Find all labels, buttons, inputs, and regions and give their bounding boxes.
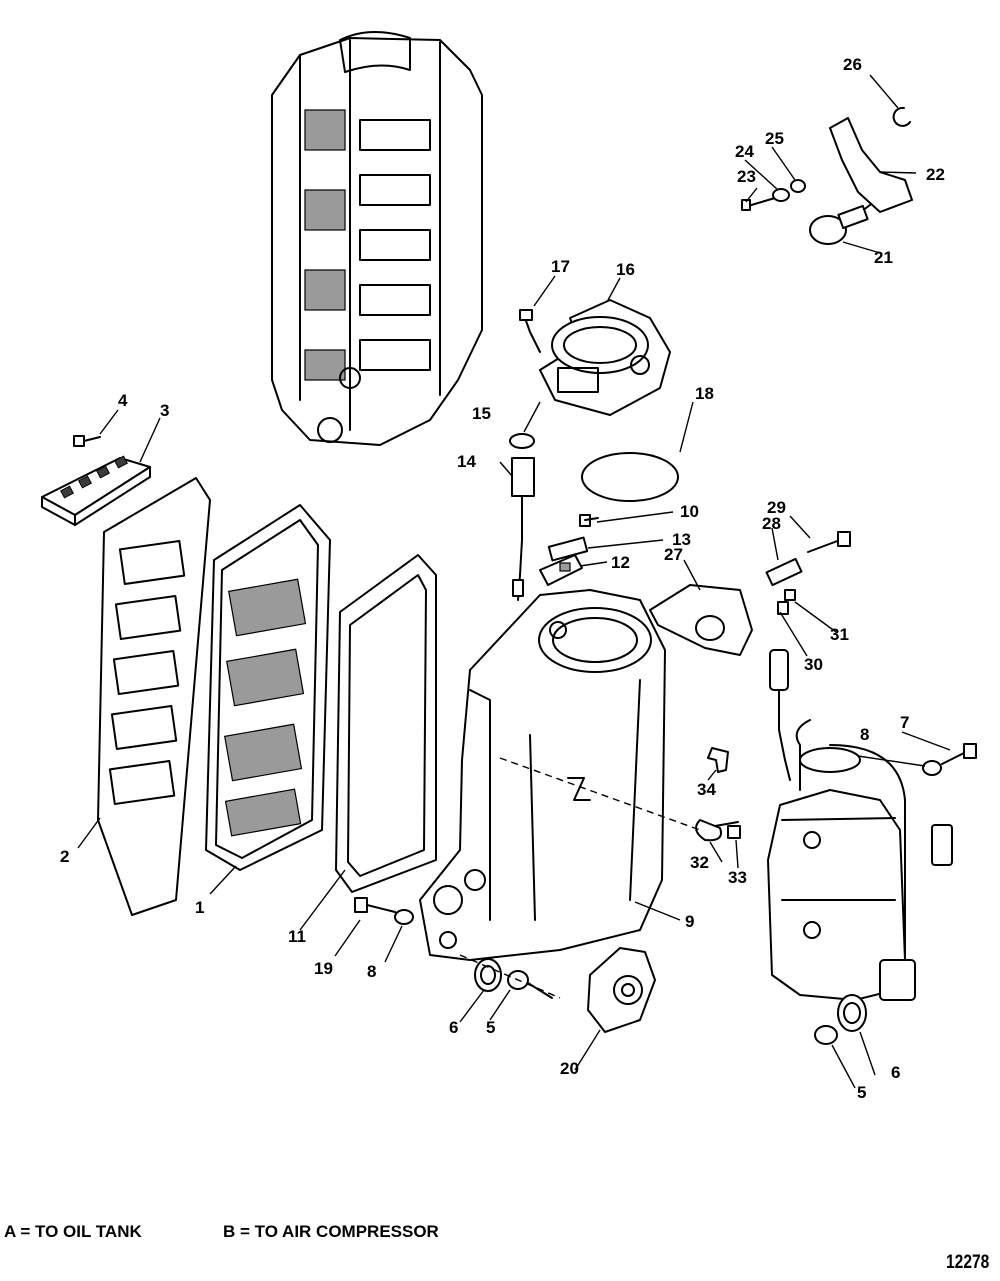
plug-right — [814, 1025, 838, 1045]
legend-oil-tank: A = TO OIL TANK — [4, 1222, 142, 1241]
callout-18: 18 — [695, 384, 714, 403]
callout-4: 4 — [118, 391, 128, 410]
callout-14: 14 — [457, 452, 476, 471]
callout-25: 25 — [765, 129, 784, 148]
callout-6-left: 6 — [449, 1018, 458, 1037]
callout-12: 12 — [611, 553, 630, 572]
fuel-pump-assembly — [767, 649, 953, 1001]
callout-24: 24 — [735, 142, 754, 161]
bracket-bolt — [807, 531, 851, 553]
temperature-sensor — [511, 457, 535, 601]
sensor-bracket — [547, 536, 589, 562]
washer-left — [394, 909, 414, 925]
fitting-tee — [707, 747, 729, 773]
fitting-elbow — [777, 589, 796, 615]
throttle-screw — [519, 309, 541, 353]
throttle-lever — [829, 117, 913, 221]
callout-23: 23 — [737, 167, 756, 186]
callout-1: 1 — [195, 898, 204, 917]
drawing-number: 12278 — [946, 1252, 990, 1273]
callout-2: 2 — [60, 847, 69, 866]
linkage-screw — [741, 197, 776, 211]
callout-15: 15 — [472, 404, 491, 423]
pump-bolt — [941, 743, 977, 765]
callout-31: 31 — [830, 625, 849, 644]
callout-17: 17 — [551, 257, 570, 276]
o-ring-small — [509, 433, 535, 449]
callout-34: 34 — [697, 780, 716, 799]
washer-right — [922, 760, 942, 776]
callout-28: 28 — [762, 514, 781, 533]
intake-gasket — [335, 554, 437, 893]
throttle-body — [539, 299, 671, 416]
callout-32: 32 — [690, 853, 709, 872]
callout-30: 30 — [804, 655, 823, 674]
hose-clamp — [695, 819, 739, 842]
callout-10: 10 — [680, 502, 699, 521]
callout-26: 26 — [843, 55, 862, 74]
callout-5-left: 5 — [486, 1018, 495, 1037]
clamp-screw — [727, 825, 741, 839]
callout-27: 27 — [664, 545, 683, 564]
leader-lines — [77, 74, 951, 1089]
callout-19: 19 — [314, 959, 333, 978]
linkage-roller — [809, 204, 869, 245]
throttle-gasket-ring — [581, 452, 679, 502]
map-sensor — [539, 554, 583, 586]
callout-7: 7 — [900, 713, 909, 732]
callout-9: 9 — [685, 912, 694, 931]
callout-5-right: 5 — [857, 1083, 866, 1102]
reed-screw — [73, 435, 101, 447]
grommet-left — [474, 958, 502, 992]
callout-13: 13 — [672, 530, 691, 549]
callout-22: 22 — [926, 165, 945, 184]
grommet-right — [837, 994, 867, 1032]
adapter-gasket — [97, 477, 211, 916]
callout-16: 16 — [616, 260, 635, 279]
intake-manifold — [419, 589, 701, 961]
callout-33: 33 — [728, 868, 747, 887]
callout-3: 3 — [160, 401, 169, 420]
callout-29: 29 — [767, 498, 786, 517]
callout-8-right: 8 — [860, 725, 869, 744]
linkage-nut — [790, 179, 806, 193]
bushing — [765, 557, 803, 587]
callout-20: 20 — [560, 1059, 579, 1078]
crankcase-block — [271, 30, 483, 446]
callout-8-left: 8 — [367, 962, 376, 981]
cover-bracket — [649, 584, 753, 656]
reed-block — [41, 455, 151, 526]
manifold-bolt — [354, 897, 396, 913]
adapter-plate — [205, 504, 331, 871]
e-clip — [892, 106, 911, 127]
callout-21: 21 — [874, 248, 893, 267]
callout-6-right: 6 — [891, 1063, 900, 1082]
linkage-washer — [772, 188, 790, 202]
callout-labels: 1 2 3 4 5 5 6 6 7 8 8 9 10 11 12 13 14 1… — [60, 55, 945, 1102]
legend-air-compressor: B = TO AIR COMPRESSOR — [223, 1222, 439, 1241]
bracket-screw — [579, 514, 599, 527]
throttle-position-sensor — [587, 947, 656, 1033]
callout-11: 11 — [288, 927, 306, 946]
